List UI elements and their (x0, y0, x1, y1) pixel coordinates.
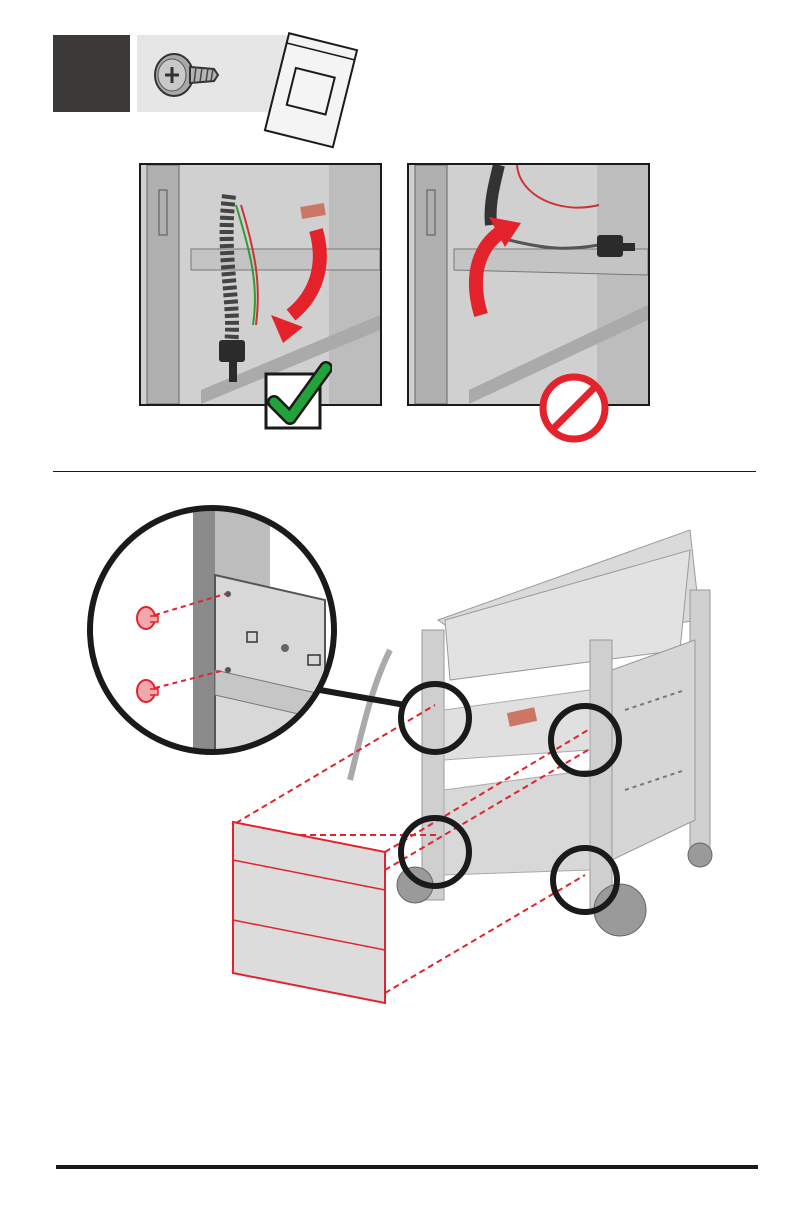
detail-connector (320, 690, 405, 705)
screw-icon (150, 50, 225, 100)
front-panel (233, 822, 385, 1003)
detail-magnifier (80, 500, 350, 770)
step-number-badge (53, 35, 130, 112)
parts-bag-icon (258, 30, 363, 150)
check-mark-icon (262, 360, 332, 432)
no-symbol-icon (538, 372, 610, 444)
correct-routing-photo (139, 163, 382, 406)
incorrect-routing-photo (407, 163, 650, 406)
footer-rule (56, 1165, 758, 1169)
section-divider (53, 471, 756, 472)
assembly-illustration (60, 490, 750, 1030)
